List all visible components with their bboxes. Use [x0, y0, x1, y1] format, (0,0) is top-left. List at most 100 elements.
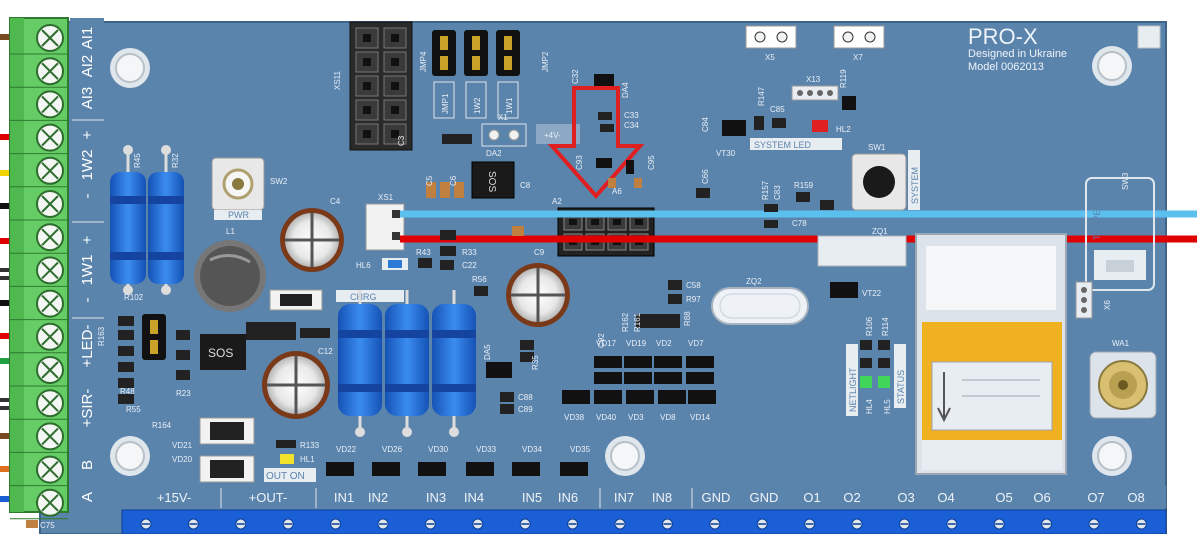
tamper-switch: TAMPER SW3 X6	[1075, 172, 1155, 319]
terminal-screw	[10, 156, 68, 188]
x1-header: X1 +4V-	[481, 113, 580, 147]
x5-label: X5	[765, 53, 775, 62]
bottom-terminal-label: O1	[803, 490, 820, 505]
vd-label: VD19	[626, 339, 647, 348]
r164-label: R164	[152, 421, 172, 430]
terminal-screw	[519, 518, 531, 530]
c22-label: C22	[462, 261, 477, 270]
sw3-label: SW3	[1121, 172, 1130, 190]
bottom-terminal-label: IN7	[614, 490, 634, 505]
vd-label: VD40	[596, 413, 617, 422]
left-terminal-label: +SIR-	[79, 389, 96, 428]
c5-label: C5	[425, 175, 434, 186]
vd-label: VD3	[628, 413, 644, 422]
r133-label: R133	[300, 441, 320, 450]
vd21-label: VD21	[172, 441, 193, 450]
transistor	[560, 462, 588, 476]
diode	[658, 390, 686, 404]
tamper-label: TAMPER	[1092, 203, 1102, 240]
terminal-screw	[1088, 518, 1100, 530]
transistor	[372, 462, 400, 476]
xs1-label: XS1	[378, 193, 394, 202]
antenna-connector-icon: WA1	[1089, 339, 1157, 419]
jmp1-label: JMP1	[441, 93, 450, 114]
terminal-screw	[235, 518, 247, 530]
smd-diodes: VD21 VD20	[172, 289, 323, 483]
chrg-label: CHRG	[350, 292, 377, 302]
bottom-terminal-label: IN6	[558, 490, 578, 505]
down-arrow-icon	[547, 86, 645, 200]
sim-card-holder	[915, 233, 1067, 475]
power-resistors: R45 R32	[110, 145, 184, 295]
vd-label: VD26	[382, 445, 403, 454]
c78-label: C78	[792, 219, 807, 228]
c6-label: C6	[449, 175, 458, 186]
bottom-terminal-label: O5	[995, 490, 1012, 505]
w1-label: 1W1	[505, 97, 514, 114]
terminal-screw	[993, 518, 1005, 530]
terminal-screw	[709, 518, 721, 530]
c58-r97: C58 R97	[668, 280, 701, 304]
bottom-terminal-label: IN4	[464, 490, 484, 505]
c12-label: C12	[318, 347, 333, 356]
diode	[688, 390, 716, 404]
bottom-terminal-label: O3	[897, 490, 914, 505]
terminal-screw	[10, 422, 68, 453]
vd-label: VD30	[428, 445, 449, 454]
bottom-terminal-label: O2	[843, 490, 860, 505]
bottom-terminal-label: IN5	[522, 490, 542, 505]
system-led-area: SYSTEM LED HL2 VT30 R147 C85 C84 R119	[701, 69, 856, 158]
c93-label: C93	[575, 155, 584, 170]
vd-label: VD34	[522, 445, 543, 454]
r163-label: R163	[97, 326, 106, 346]
terminal-screw	[567, 518, 579, 530]
c88-label: C88	[518, 393, 533, 402]
diode	[686, 356, 714, 368]
hl1-label: HL1	[300, 455, 315, 464]
capacitor-icon: C12	[262, 347, 333, 419]
r119-label: R119	[839, 69, 848, 88]
left-terminal-label: B	[79, 460, 96, 470]
bottom-terminal-label: O7	[1087, 490, 1104, 505]
xs11-label: XS11	[333, 70, 342, 90]
diode	[624, 372, 652, 384]
c58-label: C58	[686, 281, 701, 290]
terminal-screw	[851, 518, 863, 530]
da4-area: C32 DA4 C33 C34 C93 C95 A6	[571, 69, 656, 196]
left-terminal-label: +LED-	[79, 325, 96, 368]
r157-label: R157	[761, 180, 770, 200]
terminal-screw	[661, 518, 673, 530]
c8-label: C8	[520, 181, 531, 190]
inductor-l1: L1	[194, 227, 266, 312]
c34-label: C34	[624, 121, 639, 130]
mounting-hole-icon	[110, 436, 150, 476]
transistor	[512, 462, 540, 476]
da5-label: DA5	[483, 344, 492, 360]
terminal-screw	[1041, 518, 1053, 530]
terminal-screw	[10, 488, 68, 520]
diode	[562, 390, 590, 404]
diode	[594, 390, 622, 404]
r147-label: R147	[757, 86, 766, 106]
top-headers: X5 X7 X13	[745, 25, 885, 101]
crystal-zq2: ZQ2	[711, 277, 809, 325]
bottom-terminal-label: IN3	[426, 490, 446, 505]
sos-chip-mark: SOS	[208, 346, 233, 360]
transistor	[466, 462, 494, 476]
r159-label: R159	[794, 181, 814, 190]
vd-label: VD7	[688, 339, 704, 348]
mounting-hole-icon	[605, 436, 645, 476]
mid-resistors	[338, 290, 476, 437]
terminal-screw	[10, 322, 68, 354]
terminal-screw	[10, 356, 68, 387]
middle-right-parts: C66 R157 C83 R159 C78 ZQ1	[696, 169, 907, 267]
vd-label: VD8	[660, 413, 676, 422]
c4-label: C4	[330, 197, 341, 206]
diode	[626, 390, 654, 404]
vd-label: VD38	[564, 413, 585, 422]
r35-label: R35	[531, 355, 540, 370]
terminal-screw	[614, 518, 626, 530]
terminal-screw	[10, 190, 68, 221]
